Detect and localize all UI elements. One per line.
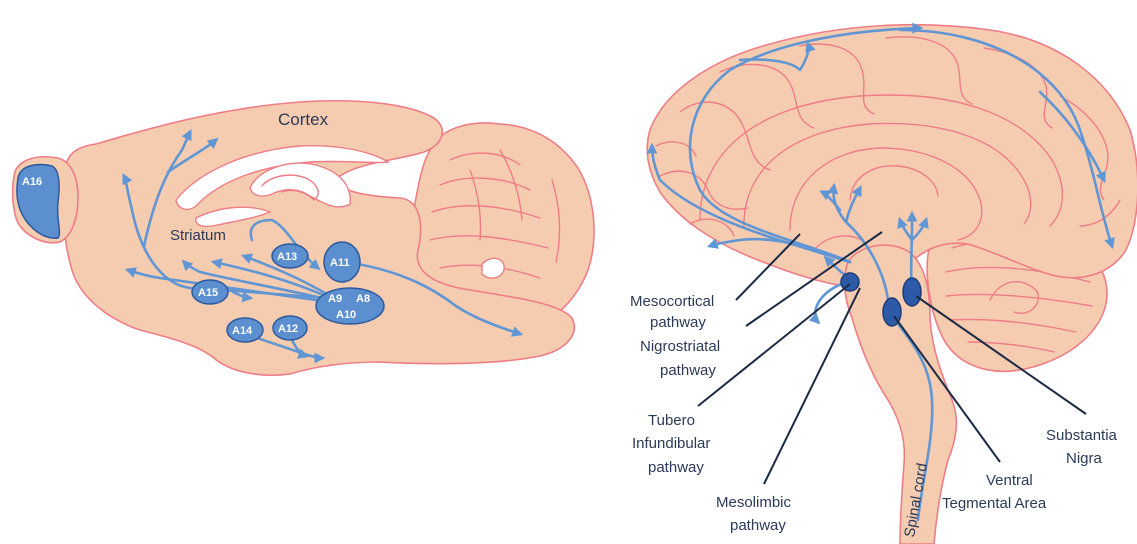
label-nigrostriatal-1: Nigrostriatal bbox=[640, 338, 720, 355]
label-striatum: Striatum bbox=[170, 227, 226, 244]
nucleus-a15-label: A15 bbox=[198, 287, 218, 299]
label-mesolimbic-1: Mesolimbic bbox=[716, 494, 792, 511]
leader-mesolimbic bbox=[764, 288, 860, 484]
nucleus-a13-label: A13 bbox=[277, 251, 297, 263]
label-tubero-2: Infundibular bbox=[632, 435, 710, 452]
tubero-infundibular-pathway bbox=[815, 282, 846, 322]
nucleus-a14-label: A14 bbox=[232, 325, 253, 337]
nucleus-a10-label: A10 bbox=[336, 309, 356, 321]
nucleus-substantia-nigra bbox=[903, 278, 921, 306]
nucleus-a9-label: A9 bbox=[328, 293, 342, 305]
human-brain bbox=[647, 25, 1137, 544]
cerebellum-notch bbox=[482, 258, 504, 278]
nucleus-a8-label: A8 bbox=[356, 293, 370, 305]
label-nigrostriatal-2: pathway bbox=[660, 362, 716, 379]
label-tubero-1: Tubero bbox=[648, 412, 695, 429]
label-tubero-3: pathway bbox=[648, 459, 704, 476]
nucleus-a12-label: A12 bbox=[278, 323, 298, 335]
label-mesolimbic-2: pathway bbox=[730, 517, 786, 534]
label-vta-2: Tegmental Area bbox=[942, 495, 1047, 512]
label-mesocortical-2: pathway bbox=[650, 314, 706, 331]
nucleus-a16-label: A16 bbox=[22, 176, 42, 188]
label-vta-1: Ventral bbox=[986, 472, 1033, 489]
leader-tubero bbox=[698, 284, 850, 406]
nucleus-a11-label: A11 bbox=[330, 257, 350, 269]
label-cortex: Cortex bbox=[278, 110, 329, 129]
label-substantia-1: Substantia bbox=[1046, 427, 1118, 444]
label-substantia-2: Nigra bbox=[1066, 450, 1103, 467]
label-mesocortical-1: Mesocortical bbox=[630, 293, 714, 310]
